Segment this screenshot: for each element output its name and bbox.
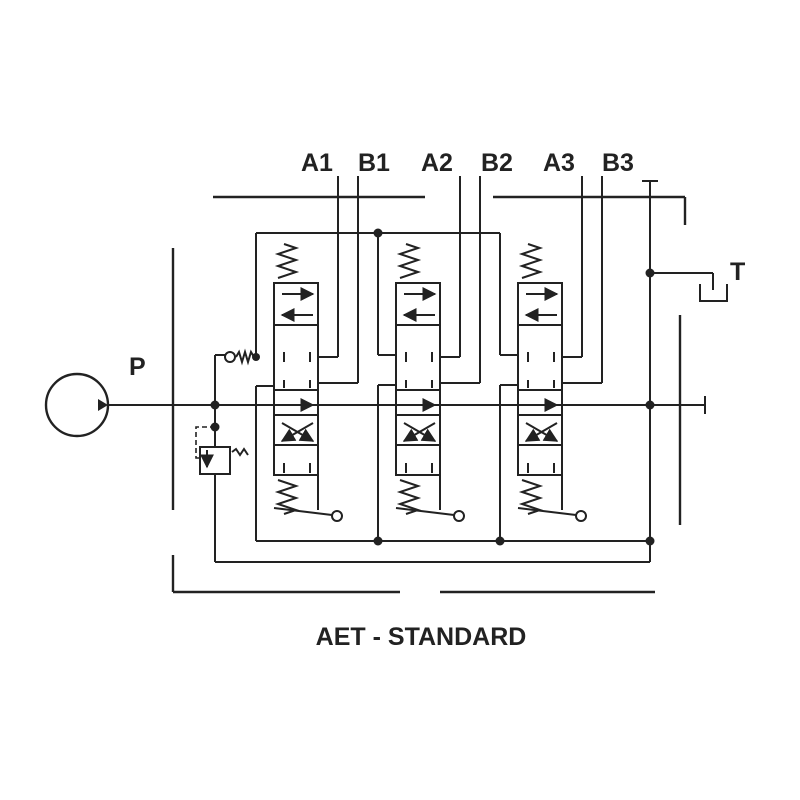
pump-symbol xyxy=(44,372,110,438)
diagram-caption: AET - STANDARD xyxy=(316,623,527,651)
valve-section-2 xyxy=(378,176,481,522)
relief-valve xyxy=(195,348,260,562)
valve-section-1 xyxy=(256,176,359,522)
tank-symbol xyxy=(650,272,728,302)
port-label-a1: A1 xyxy=(301,149,333,177)
port-label-t: T xyxy=(730,258,745,286)
valve-housing-outline xyxy=(171,195,687,594)
port-label-a3: A3 xyxy=(543,149,575,177)
port-label-p: P xyxy=(129,353,146,381)
valve-section-3 xyxy=(500,176,603,522)
port-label-b1: B1 xyxy=(358,149,390,177)
port-label-a2: A2 xyxy=(421,149,453,177)
port-label-b2: B2 xyxy=(481,149,513,177)
port-label-b3: B3 xyxy=(602,149,634,177)
